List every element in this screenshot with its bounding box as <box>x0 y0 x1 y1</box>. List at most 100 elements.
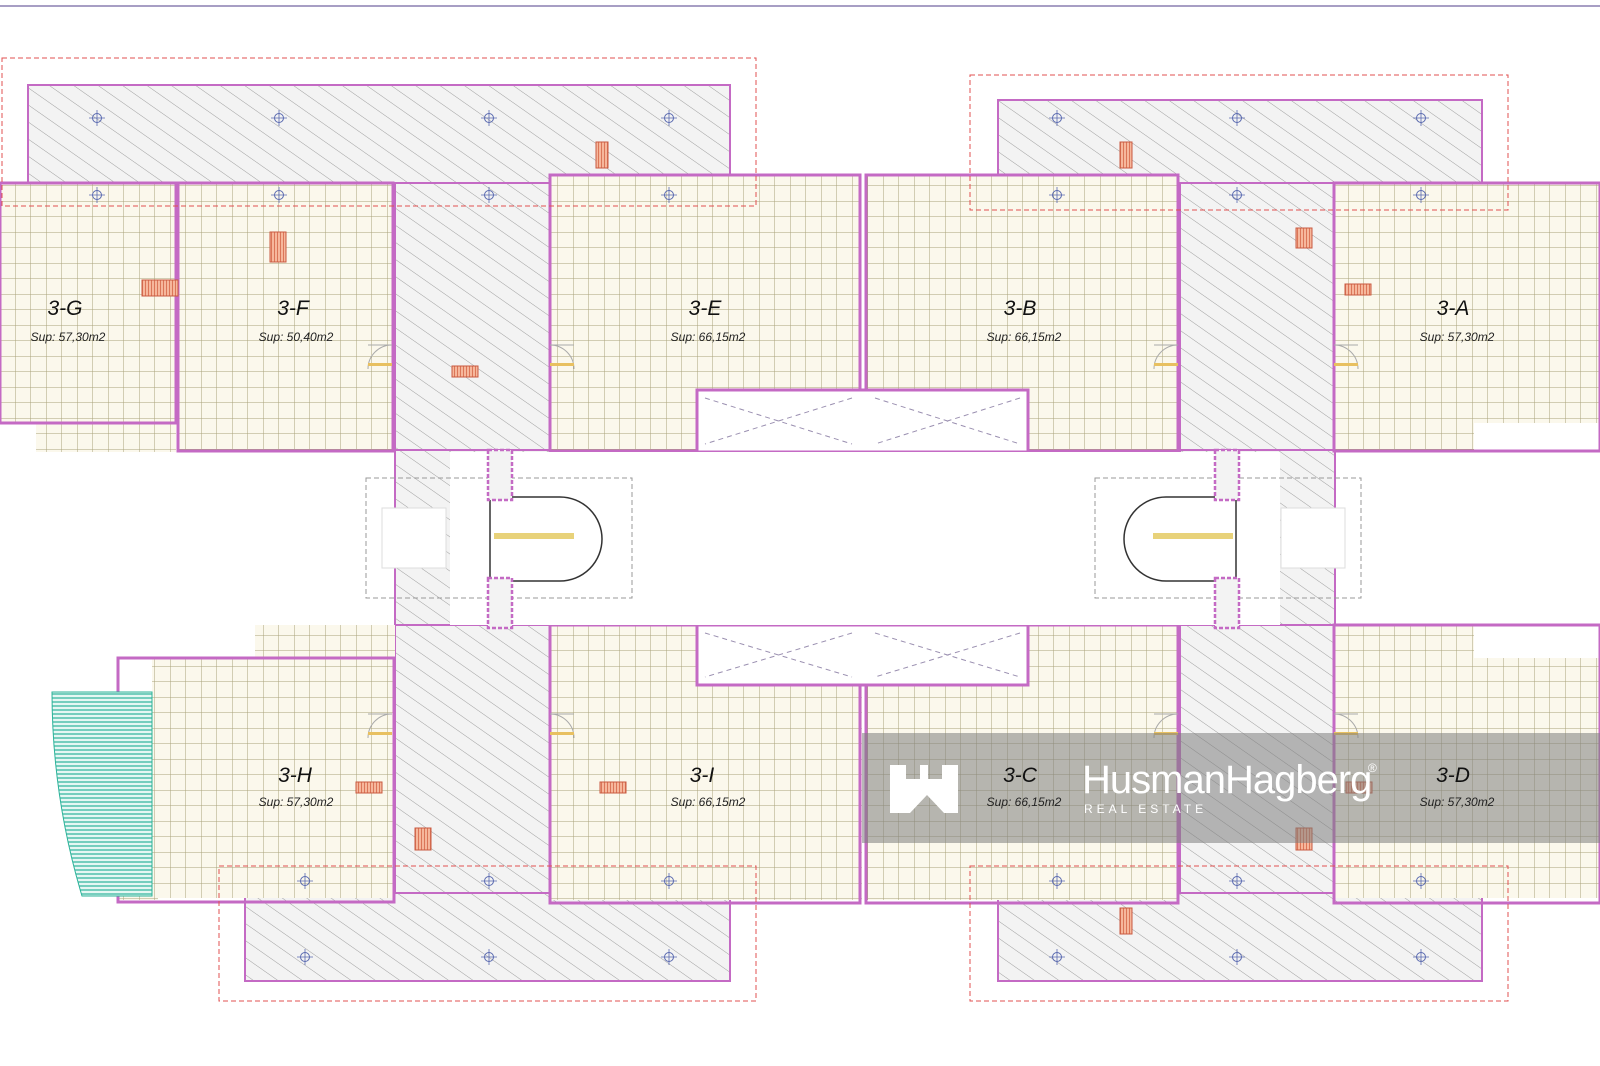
hatched-area <box>394 182 551 454</box>
light-point-icon <box>1049 187 1065 203</box>
floor-tile-area <box>1028 390 1178 452</box>
wall <box>1332 181 1600 453</box>
light-point-icon <box>89 187 105 203</box>
floor-tile-area <box>36 420 176 452</box>
floor-tile-area <box>1334 420 1474 452</box>
radiator-icon <box>414 827 432 851</box>
radiator-icon <box>595 141 609 169</box>
column <box>486 448 514 502</box>
terrace-outline <box>969 865 1509 1002</box>
room-area: Sup: 57,30m2 <box>31 330 106 344</box>
terrace-outline <box>218 865 757 1002</box>
room-3-c[interactable]: 3-C Sup: 66,15m2 <box>987 764 1062 809</box>
room-area: Sup: 57,30m2 <box>1420 330 1495 344</box>
registered-mark: ® <box>1368 761 1377 775</box>
room-area: Sup: 66,15m2 <box>671 330 746 344</box>
room-3-h[interactable]: 3-H Sup: 57,30m2 <box>259 764 334 809</box>
terrace-outline <box>1 57 757 207</box>
room-name: 3-D <box>1436 764 1470 787</box>
light-point-icon <box>481 873 497 889</box>
radiator-icon <box>1295 227 1313 249</box>
room-3-d[interactable]: 3-D Sup: 57,30m2 <box>1420 764 1495 809</box>
room-3-a[interactable]: 3-A Sup: 57,30m2 <box>1420 297 1495 344</box>
room-name: 3-A <box>1437 297 1470 320</box>
room-area: Sup: 57,30m2 <box>259 795 334 809</box>
light-point-icon <box>271 110 287 126</box>
wall <box>176 181 395 453</box>
room-3-g[interactable]: 3-G Sup: 57,30m2 <box>31 297 106 344</box>
floor-tile-area <box>866 175 1178 390</box>
lift-cross <box>704 632 1021 678</box>
room-area: Sup: 50,40m2 <box>259 330 334 344</box>
brand-subtitle: REAL ESTATE <box>1084 802 1207 816</box>
light-point-icon <box>1229 110 1245 126</box>
lift-shaft <box>695 388 1030 454</box>
room-name: 3-H <box>278 764 313 787</box>
light-point-icon <box>1049 949 1065 965</box>
wall <box>0 181 178 425</box>
hatched-area <box>1179 182 1336 454</box>
room-3-e[interactable]: 3-E Sup: 66,15m2 <box>671 297 746 344</box>
door-sill <box>368 732 392 735</box>
floor-tile-area <box>550 175 860 390</box>
room-labels: 3-G Sup: 57,30m2 3-F Sup: 50,40m2 3-E Su… <box>31 297 1495 809</box>
radiator-icon <box>269 231 287 263</box>
radiator-icon <box>355 781 383 794</box>
light-point-icon <box>1413 187 1429 203</box>
light-point-icon <box>661 873 677 889</box>
floor-tile-area <box>152 658 394 898</box>
room-name: 3-C <box>1003 764 1038 787</box>
column <box>486 576 514 630</box>
light-point-icon <box>1413 873 1429 889</box>
door-sill <box>550 363 574 366</box>
light-point-icon <box>1229 187 1245 203</box>
plan-details <box>1 57 1509 1002</box>
hatched-area <box>394 624 551 896</box>
room-3-b[interactable]: 3-B Sup: 66,15m2 <box>987 297 1062 344</box>
floor-tile-area <box>550 390 697 452</box>
room-area: Sup: 57,30m2 <box>1420 795 1495 809</box>
radiator-icon <box>599 781 627 794</box>
light-point-icon <box>1049 873 1065 889</box>
door-sill <box>368 363 392 366</box>
light-point-icon <box>297 949 313 965</box>
room-3-i[interactable]: 3-I Sup: 66,15m2 <box>671 764 746 809</box>
handrail <box>494 533 574 539</box>
radiator-icon <box>451 365 479 378</box>
light-point-icon <box>1229 949 1245 965</box>
brand-name: HusmanHagberg <box>1082 758 1371 802</box>
watermark: HusmanHagberg ® REAL ESTATE <box>862 733 1600 843</box>
light-point-icon <box>481 187 497 203</box>
lift-shaft <box>695 623 1030 687</box>
floor-tile-area <box>178 183 393 451</box>
room-area: Sup: 66,15m2 <box>987 795 1062 809</box>
light-point-icon <box>89 110 105 126</box>
door-sill <box>1154 363 1178 366</box>
pool <box>51 691 153 897</box>
room-area: Sup: 66,15m2 <box>671 795 746 809</box>
hatched-area <box>997 99 1483 186</box>
light-point-icon <box>271 187 287 203</box>
radiator-icon <box>1119 907 1133 935</box>
door-sill <box>550 732 574 735</box>
room-name: 3-B <box>1004 297 1037 320</box>
column <box>1213 576 1241 630</box>
shaft <box>381 507 447 569</box>
hatched-area <box>244 892 731 982</box>
room-name: 3-G <box>47 297 82 320</box>
hatched-area <box>997 892 1483 982</box>
light-point-icon <box>661 110 677 126</box>
shaft <box>1280 507 1346 569</box>
room-name: 3-I <box>690 764 715 787</box>
floor-tile-area <box>1334 183 1600 423</box>
light-point-icon <box>481 110 497 126</box>
room-name: 3-F <box>277 297 310 320</box>
hatched-area <box>27 84 731 186</box>
radiator-icon <box>1344 283 1372 296</box>
watermark-band <box>862 733 1600 843</box>
room-3-f[interactable]: 3-F Sup: 50,40m2 <box>259 297 334 344</box>
column <box>1213 448 1241 502</box>
door-sill <box>1334 363 1358 366</box>
light-point-icon <box>1413 949 1429 965</box>
